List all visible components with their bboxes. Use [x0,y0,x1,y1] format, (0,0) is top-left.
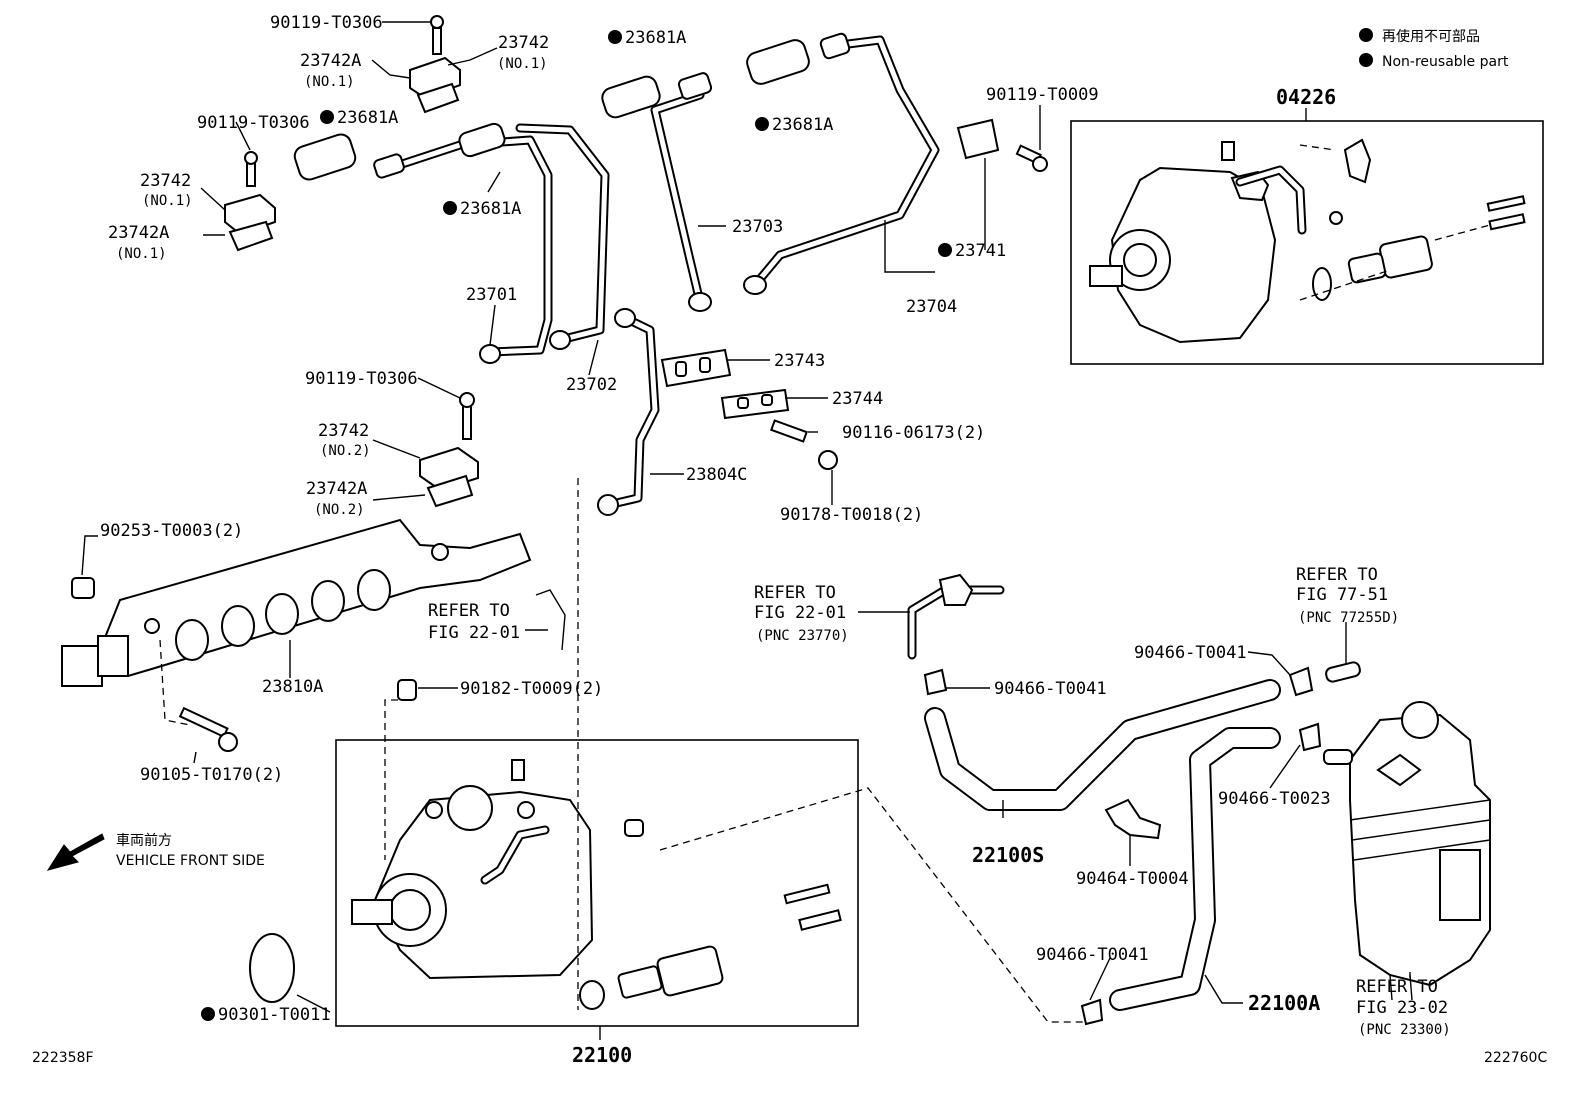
part-label[interactable]: 90466-T0041 [1036,945,1149,965]
legend: 再使用不可部品 Non-reusable part [1359,28,1509,70]
part-label[interactable]: 23742A [108,223,169,243]
refer-label[interactable]: REFER TO [428,601,510,621]
non-reusable-bullet-icon [1359,28,1373,42]
part-label[interactable]: 22100S [972,843,1044,867]
direction-en: VEHICLE FRONT SIDE [116,853,265,869]
part-label[interactable]: 23742 [498,33,549,53]
part-labels: 90119-T0306 23742 (NO.1) 23742A (NO.1) 2… [100,13,1451,1067]
non-reusable-bullet-icon [608,30,622,44]
part-sub: (NO.2) [314,502,365,518]
assembly-box [335,739,859,1027]
part-label[interactable]: 23681A [772,115,833,135]
refer-label[interactable]: (PNC 77255D) [1298,610,1399,626]
part-sub: (NO.1) [116,246,167,262]
part-label[interactable]: 23741 [955,241,1006,261]
part-sub: (NO.1) [304,74,355,90]
common-rail-23810A[interactable] [61,518,566,752]
part-label[interactable]: 23743 [774,351,825,371]
part-label[interactable]: 90119-T0306 [197,113,310,133]
part-label[interactable]: 23681A [460,199,521,219]
non-reusable-bullet-icon [1359,53,1373,67]
part-label[interactable]: 90301-T0011 [218,1005,331,1025]
part-label[interactable]: 23742A [306,479,367,499]
part-label[interactable]: 23704 [906,297,957,317]
part-label[interactable]: 90466-T0041 [994,679,1107,699]
vehicle-front-arrow: 車両前方 VEHICLE FRONT SIDE [46,832,265,871]
non-reusable-bullet-icon [755,117,769,131]
part-label[interactable]: 90466-T0041 [1134,643,1247,663]
refer-label[interactable]: (PNC 23300) [1358,1022,1451,1038]
refer-label[interactable]: REFER TO [754,583,836,603]
part-label[interactable]: 22100 [572,1043,632,1067]
refer-label[interactable]: REFER TO [1296,565,1378,585]
injection-pipes[interactable] [292,32,1048,516]
part-label[interactable]: 22100A [1248,991,1320,1015]
part-label[interactable]: 90119-T0306 [270,13,383,33]
part-label[interactable]: 23701 [466,285,517,305]
legend-en: Non-reusable part [1382,54,1509,70]
part-label[interactable]: 23744 [832,389,883,409]
part-label[interactable]: 90116-06173(2) [842,423,985,443]
part-label[interactable]: 90182-T0009(2) [460,679,603,699]
refer-label[interactable]: FIG 23-02 [1356,998,1448,1018]
part-sub: (NO.1) [497,56,548,72]
part-label[interactable]: 90466-T0023 [1218,789,1331,809]
arrow-left-down-icon [46,833,105,871]
part-label[interactable]: 90119-T0306 [305,369,418,389]
part-label[interactable]: 90119-T0009 [986,85,1099,105]
non-reusable-bullet-icon [320,110,334,124]
refer-label[interactable]: REFER TO [1356,977,1438,997]
leader-lines [81,21,1411,1040]
fuel-hoses[interactable] [907,573,1491,1026]
part-label[interactable]: 23681A [337,108,398,128]
non-reusable-bullet-icon [938,243,952,257]
refer-label[interactable]: FIG 77-51 [1296,585,1388,605]
part-label[interactable]: 90105-T0170(2) [140,765,283,785]
part-label[interactable]: 23681A [625,28,686,48]
part-label[interactable]: 23742A [300,51,361,71]
assembly-box [1070,120,1544,365]
figure-code-left: 222358F [32,1050,94,1066]
part-label[interactable]: 23703 [732,217,783,237]
non-reusable-bullet-icon [201,1007,215,1021]
figure-code-right: 222760C [1484,1050,1547,1066]
part-label[interactable]: 23810A [262,677,323,697]
part-label[interactable]: 90464-T0004 [1076,869,1189,889]
pump-assembly-04226[interactable]: 04226 [1070,85,1544,365]
part-label[interactable]: 23742 [140,171,191,191]
part-label[interactable]: 90253-T0003(2) [100,521,243,541]
part-label[interactable]: 90178-T0018(2) [780,505,923,525]
refer-label[interactable]: (PNC 23770) [756,628,849,644]
part-label[interactable]: 23702 [566,375,617,395]
part-sub: (NO.1) [142,193,193,209]
refer-label[interactable]: FIG 22-01 [754,603,846,623]
supply-pump-22100[interactable] [249,478,1085,1027]
part-label[interactable]: 23804C [686,465,747,485]
refer-label[interactable]: FIG 22-01 [428,623,520,643]
part-label-04226[interactable]: 04226 [1276,85,1336,109]
part-label[interactable]: 23742 [318,421,369,441]
non-reusable-bullet-icon [443,201,457,215]
direction-jp: 車両前方 [116,832,172,849]
legend-jp: 再使用不可部品 [1382,28,1480,45]
part-sub: (NO.2) [320,443,371,459]
clamps[interactable] [224,15,838,508]
